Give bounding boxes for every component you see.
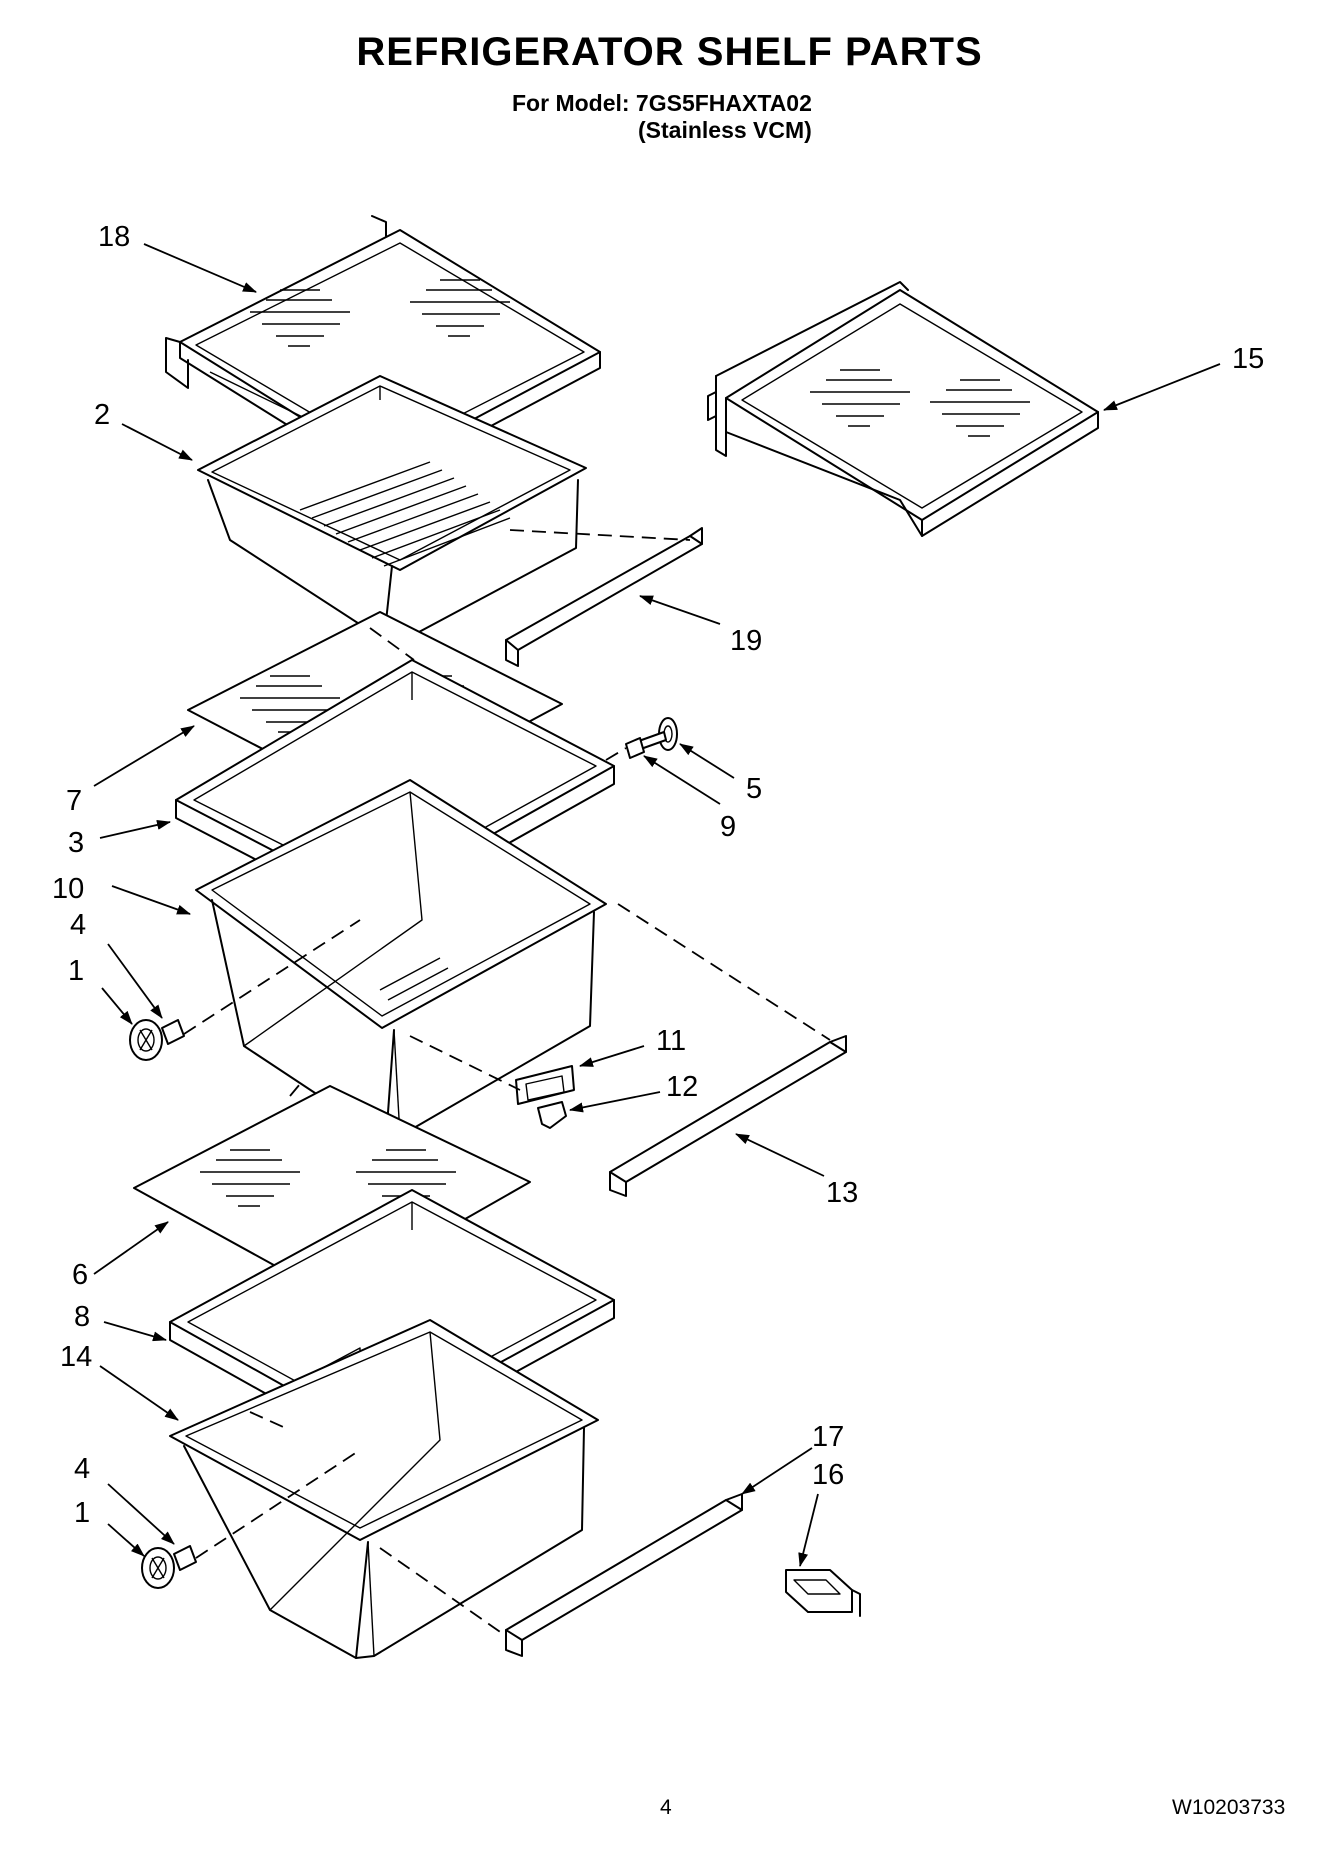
part-16-bracket <box>785 1569 861 1617</box>
part-1-wheel-lower <box>141 1547 175 1589</box>
part-4-axle-lower <box>173 1545 197 1571</box>
leader-arrows <box>93 243 1221 1567</box>
callout-14: 14 <box>60 1341 92 1373</box>
callout-19: 19 <box>730 625 762 657</box>
part-2-meat-pan <box>197 375 587 641</box>
part-14-crisper-drawer <box>169 1319 599 1659</box>
callout-1-upper: 1 <box>68 955 84 987</box>
part-11-clip <box>515 1065 575 1105</box>
assembly-dashed-lines <box>183 529 831 1637</box>
part-18-shelf-frame <box>165 215 601 485</box>
part-19-trim-strip <box>505 527 703 667</box>
callout-10: 10 <box>52 873 84 905</box>
document-number: W10203733 <box>1172 1796 1286 1819</box>
part-13-trim-strip <box>609 1035 847 1197</box>
callout-labels: 18 2 15 19 7 3 5 9 10 4 1 11 12 13 6 8 1… <box>52 221 1264 1529</box>
model-number: For Model: 7GS5FHAXTA02 <box>512 90 812 116</box>
callout-2: 2 <box>94 399 110 431</box>
callout-16: 16 <box>812 1459 844 1491</box>
callout-11: 11 <box>656 1025 686 1057</box>
callout-7: 7 <box>66 785 82 817</box>
part-12-clip <box>537 1101 567 1129</box>
callout-13: 13 <box>826 1177 858 1209</box>
model-variant: (Stainless VCM) <box>638 117 812 143</box>
part-15-glass-shelf <box>707 281 1099 537</box>
callout-8: 8 <box>74 1301 90 1333</box>
callout-1-lower: 1 <box>74 1497 90 1529</box>
callout-18: 18 <box>98 221 130 253</box>
callout-5: 5 <box>746 773 762 805</box>
part-6-glass-panel <box>133 1085 531 1297</box>
part-1-wheel-upper <box>129 1019 163 1061</box>
page-title: REFRIGERATOR SHELF PARTS <box>356 30 983 74</box>
part-9-screw <box>625 731 667 759</box>
part-4-axle-upper <box>161 1019 185 1045</box>
page-number: 4 <box>660 1796 672 1819</box>
callout-6: 6 <box>72 1259 88 1291</box>
callout-3: 3 <box>68 827 84 859</box>
part-17-trim-strip <box>505 1493 743 1657</box>
callout-4-upper: 4 <box>70 909 86 941</box>
callout-9: 9 <box>720 811 736 843</box>
callout-17: 17 <box>812 1421 844 1453</box>
callout-15: 15 <box>1232 343 1264 375</box>
callout-4-lower: 4 <box>74 1453 90 1485</box>
callout-12: 12 <box>666 1071 698 1103</box>
